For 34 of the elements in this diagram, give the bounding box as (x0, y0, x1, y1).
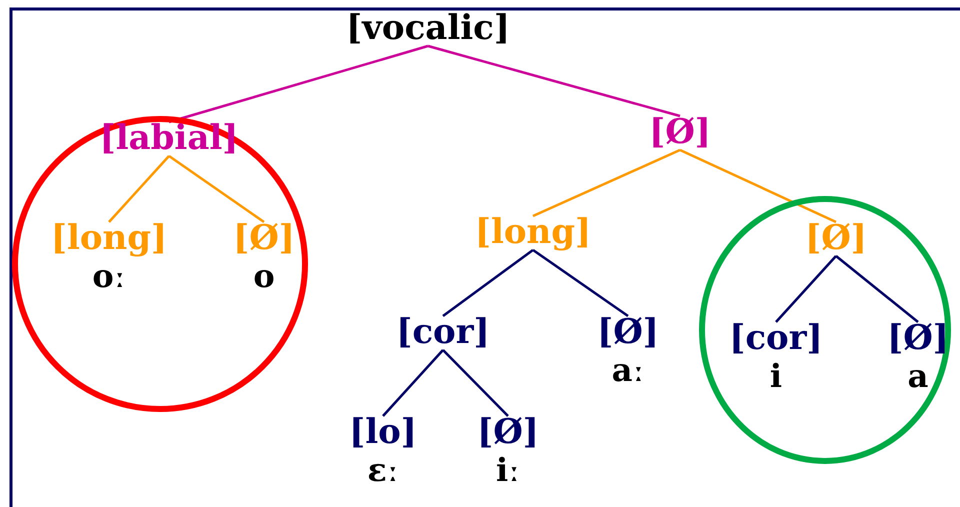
tree-branch (679, 148, 837, 224)
feature-label: [vocalic] (346, 8, 510, 48)
vowel-symbol: iː (495, 452, 521, 488)
tree-branch (532, 148, 681, 218)
tree-branch (532, 248, 629, 318)
vowel-symbol: ɛː (366, 452, 400, 488)
tree-branch (442, 249, 534, 317)
feature-label: [long] (474, 212, 592, 252)
feature-label: [cor] (396, 312, 490, 352)
tree-branch (382, 349, 444, 417)
feature-label: [Ø] (597, 312, 659, 352)
vowel-symbol: o (252, 258, 276, 294)
feature-label: [lo] (349, 412, 417, 452)
tree-branch (108, 155, 170, 223)
circle-outline (699, 196, 951, 464)
feature-label: [cor] (729, 318, 823, 358)
tree-branch (168, 44, 428, 124)
feature-label: [Ø] (805, 218, 867, 258)
vowel-symbol: aː (610, 352, 646, 388)
tree-branch (168, 154, 265, 224)
feature-label: [Ø] (233, 218, 295, 258)
feature-label: [Ø] (649, 112, 711, 152)
feature-label: [Ø] (887, 318, 949, 358)
tree-branch (835, 255, 919, 323)
circle-outline (12, 116, 308, 412)
vowel-symbol: i (768, 358, 784, 394)
vowel-symbol: a (906, 358, 930, 394)
feature-label: [labial] (100, 118, 238, 158)
feature-label: [Ø] (477, 412, 539, 452)
feature-label: [long] (50, 218, 168, 258)
tree-branch (428, 44, 680, 118)
tree-branch (775, 255, 837, 323)
vowel-symbol: oː (91, 258, 127, 294)
tree-branch (442, 349, 509, 417)
